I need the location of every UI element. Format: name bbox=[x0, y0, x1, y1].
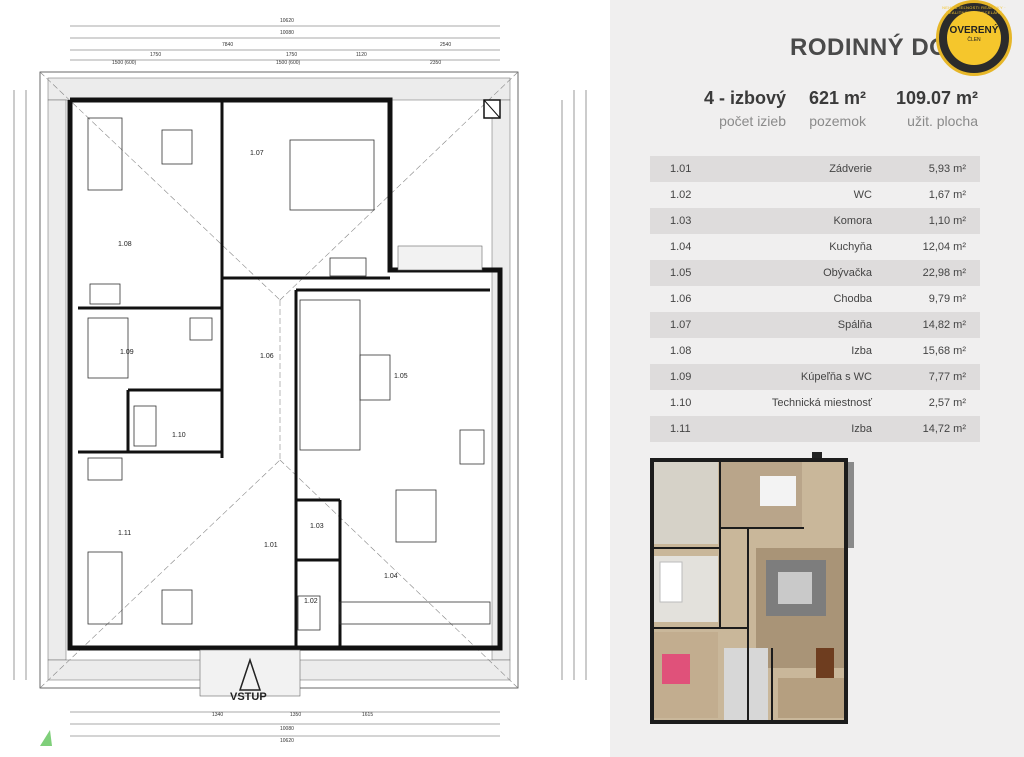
dim-1750-a: 1750 bbox=[150, 52, 161, 58]
plan-3d-render bbox=[648, 452, 858, 728]
room-name: Izba bbox=[851, 423, 872, 435]
room-number: 1.11 bbox=[670, 423, 691, 435]
dim-2350: 2350 bbox=[430, 60, 441, 66]
room-number: 1.07 bbox=[670, 319, 692, 331]
north-arrow-icon bbox=[40, 730, 52, 746]
floor-plan: 1.08 1.07 1.09 1.06 1.10 1.05 1.11 1.01 … bbox=[13, 18, 587, 746]
plan-label-1.04: 1.04 bbox=[384, 573, 398, 580]
room-name: Kuchyňa bbox=[829, 241, 872, 253]
table-row: 1.09 Kúpeľňa s WC 7,77 m² bbox=[650, 364, 980, 390]
room-area: 1,67 m² bbox=[928, 189, 966, 201]
dim-1500-b: 1500 (600) bbox=[276, 60, 301, 66]
table-row: 1.01 Zádverie 5,93 m² bbox=[650, 156, 980, 182]
room-area: 14,72 m² bbox=[922, 423, 966, 435]
room-area: 5,93 m² bbox=[928, 163, 966, 175]
room-name: Spálňa bbox=[837, 319, 872, 331]
badge-center bbox=[947, 11, 1001, 65]
room-area: 14,82 m² bbox=[922, 319, 966, 331]
stat-rooms-value: 4 - izbový bbox=[703, 88, 786, 108]
table-row: 1.11 Izba 14,72 m² bbox=[650, 416, 980, 442]
room-number: 1.05 bbox=[670, 267, 692, 279]
info-panel: RODINNÝ DOM NEHNUTEĽNOSTI REALITKY · REA… bbox=[610, 0, 1024, 757]
room-number: 1.06 bbox=[670, 293, 692, 305]
plan-label-1.01: 1.01 bbox=[264, 542, 278, 549]
room-number: 1.10 bbox=[670, 397, 692, 409]
table-row: 1.02 WC 1,67 m² bbox=[650, 182, 980, 208]
stat-area: 109.07 m² užit. plocha bbox=[872, 88, 978, 129]
dim-inner-top: 10080 bbox=[280, 30, 294, 36]
room-area: 12,04 m² bbox=[922, 241, 966, 253]
table-row: 1.03 Komora 1,10 m² bbox=[650, 208, 980, 234]
stat-plot-label: pozemok bbox=[809, 113, 866, 129]
badge-sub: ČLEN bbox=[967, 37, 981, 43]
plan-3d-render-image bbox=[648, 452, 858, 728]
room-number: 1.02 bbox=[670, 189, 692, 201]
stat-plot: 621 m² pozemok bbox=[790, 88, 866, 129]
plan-label-1.05: 1.05 bbox=[394, 373, 408, 380]
dim-total-bottom: 10620 bbox=[280, 738, 294, 744]
stat-rooms: 4 - izbový počet izieb bbox=[670, 88, 786, 129]
plan-label-1.03: 1.03 bbox=[310, 523, 324, 530]
room-number: 1.01 bbox=[670, 163, 692, 175]
room-area: 1,10 m² bbox=[928, 215, 966, 227]
room-number: 1.03 bbox=[670, 215, 692, 227]
table-row: 1.05 Obývačka 22,98 m² bbox=[650, 260, 980, 286]
room-number: 1.08 bbox=[670, 345, 692, 357]
plan-label-1.10: 1.10 bbox=[172, 432, 186, 439]
room-name: Chodba bbox=[833, 293, 872, 305]
stat-area-value: 109.07 m² bbox=[895, 88, 978, 108]
plan-label-1.02: 1.02 bbox=[304, 598, 318, 605]
dim-7840: 7840 bbox=[222, 42, 233, 48]
table-row: 1.04 Kuchyňa 12,04 m² bbox=[650, 234, 980, 260]
dim-inner-bottom: 10080 bbox=[280, 726, 294, 732]
room-area: 9,79 m² bbox=[928, 293, 966, 305]
dim-1350: 1350 bbox=[290, 712, 301, 718]
room-area: 2,57 m² bbox=[928, 397, 966, 409]
floor-plan-drawing: 1.08 1.07 1.09 1.06 1.10 1.05 1.11 1.01 … bbox=[13, 18, 587, 746]
badge-word: OVERENÝ bbox=[949, 25, 999, 36]
table-row: 1.08 Izba 15,68 m² bbox=[650, 338, 980, 364]
room-area: 15,68 m² bbox=[922, 345, 966, 357]
stat-rooms-label: počet izieb bbox=[719, 113, 786, 129]
dim-1750-b: 1750 bbox=[286, 52, 297, 58]
stat-plot-value: 621 m² bbox=[808, 88, 866, 108]
room-name: Kúpeľňa s WC bbox=[800, 371, 872, 383]
dim-2540: 2540 bbox=[440, 42, 451, 48]
plan-label-1.07: 1.07 bbox=[250, 150, 264, 157]
dim-total-top: 10620 bbox=[280, 18, 294, 24]
dim-1615: 1615 bbox=[362, 712, 373, 718]
table-row: 1.06 Chodba 9,79 m² bbox=[650, 286, 980, 312]
plan-label-1.06: 1.06 bbox=[260, 353, 274, 360]
table-row: 1.07 Spálňa 14,82 m² bbox=[650, 312, 980, 338]
room-area: 22,98 m² bbox=[922, 267, 966, 279]
room-name: Zádverie bbox=[829, 163, 872, 175]
stat-area-label: užit. plocha bbox=[907, 113, 978, 129]
room-number: 1.04 bbox=[670, 241, 692, 253]
plan-label-1.08: 1.08 bbox=[118, 241, 132, 248]
dim-1340: 1340 bbox=[212, 712, 223, 718]
dim-1500-a: 1500 (600) bbox=[112, 60, 137, 66]
room-name: Izba bbox=[851, 345, 872, 357]
table-row: 1.10 Technická miestnosť 2,57 m² bbox=[650, 390, 980, 416]
room-name: WC bbox=[853, 189, 872, 201]
overeny-badge: NEHNUTEĽNOSTI REALITKY · REALITNÝCH KANC… bbox=[936, 0, 1012, 76]
plan-label-1.11: 1.11 bbox=[118, 530, 131, 537]
room-table: 1.01 Zádverie 5,93 m² 1.02 WC 1,67 m² 1.03 Ko… bbox=[650, 156, 980, 442]
plan-label-1.09: 1.09 bbox=[120, 349, 134, 356]
room-number: 1.09 bbox=[670, 371, 692, 383]
dim-1120: 1120 bbox=[356, 52, 367, 58]
room-name: Technická miestnosť bbox=[771, 397, 872, 409]
room-name: Komora bbox=[833, 215, 872, 227]
entrance-label: VSTUP bbox=[230, 691, 267, 703]
room-area: 7,77 m² bbox=[928, 371, 966, 383]
room-name: Obývačka bbox=[823, 267, 872, 279]
